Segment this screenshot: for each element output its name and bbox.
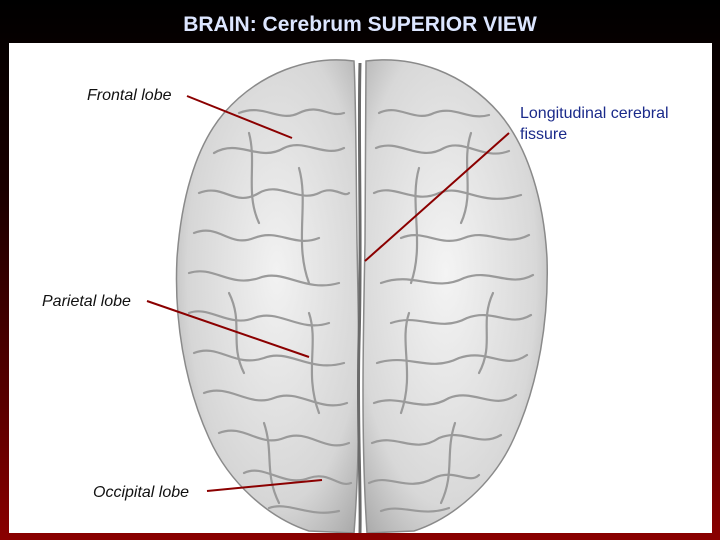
left-hemisphere — [175, 59, 360, 533]
sulci-pattern — [187, 108, 535, 514]
slide-title: BRAIN: Cerebrum SUPERIOR VIEW — [183, 13, 537, 36]
occipital-lobe-label: Occipital lobe — [93, 484, 190, 501]
diagram-panel: Frontal lobe Longitudinal cerebral fissu… — [9, 43, 712, 533]
leader-lines — [146, 95, 510, 492]
frontal-lobe-label: Frontal lobe — [87, 87, 172, 104]
right-hemisphere — [362, 59, 548, 533]
parietal-lobe-label: Parietal lobe — [42, 293, 131, 310]
longitudinal-fissure — [356, 62, 362, 533]
occipital-leader-line — [206, 479, 323, 492]
brain-illustration — [146, 59, 548, 533]
parietal-leader-line — [146, 300, 310, 358]
longitudinal-leader-line — [364, 132, 510, 262]
longitudinal-fissure-label-line1: Longitudinal cerebral — [520, 105, 669, 122]
longitudinal-fissure-label-line2: fissure — [520, 126, 568, 143]
frontal-leader-line — [186, 95, 293, 139]
